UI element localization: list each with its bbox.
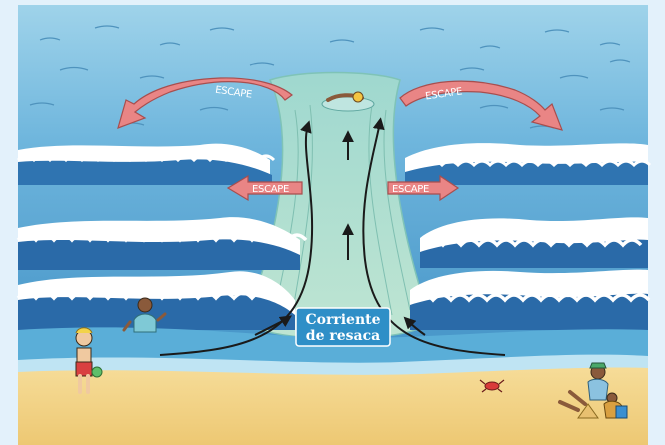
waves-right xyxy=(405,143,650,330)
escape-label-mid-right: ESCAPE xyxy=(392,184,429,195)
rip-current-label: Corriente de resaca xyxy=(296,308,390,346)
rip-label-line2: de resaca xyxy=(306,328,380,344)
escape-label-mid-left: ESCAPE xyxy=(252,184,289,195)
waves-left xyxy=(18,144,306,330)
beach-sand xyxy=(18,367,648,445)
rip-label-line1: Corriente xyxy=(305,312,380,328)
